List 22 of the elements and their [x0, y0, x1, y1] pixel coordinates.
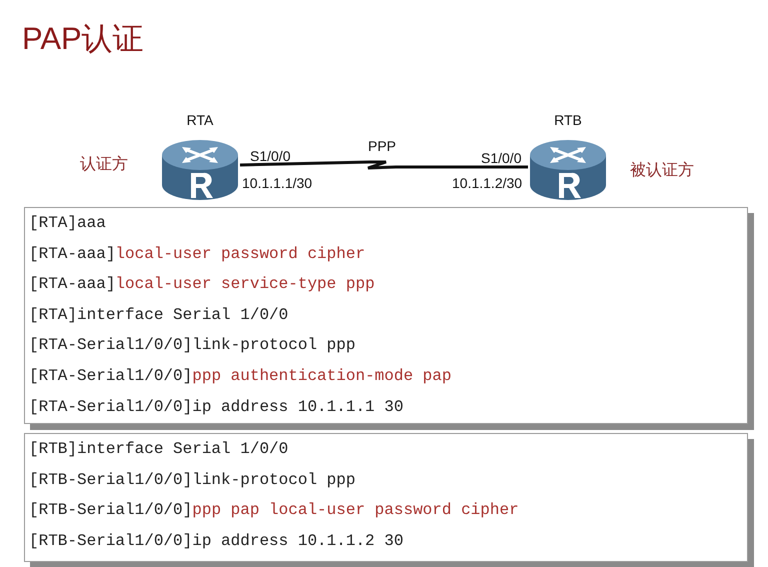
edge-label: PPP [368, 138, 396, 154]
interface-label: 10.1.1.1/30 [242, 175, 312, 191]
command-line: [RTA]aaa [29, 214, 106, 232]
interface-label: S1/0/0 [250, 148, 290, 164]
interface-label: 10.1.1.2/30 [452, 175, 522, 191]
command-line: [RTA-Serial1/0/0]link-protocol ppp [29, 336, 356, 354]
router-name: RTB [553, 112, 583, 128]
command-line: [RTB-Serial1/0/0]ppp pap local-user password cipher [29, 501, 519, 520]
command-line: [RTB-Serial1/0/0]ip address 10.1.1.2 30 [29, 532, 404, 550]
command-line: [RTA-Serial1/0/0]ip address 10.1.1.1 30 [29, 398, 404, 416]
command-line: [RTA-aaa]local-user service-type ppp [29, 275, 375, 294]
serial-link [240, 160, 528, 170]
interface-label: S1/0/0 [481, 150, 522, 166]
command-line: [RTA-aaa]local-user password cipher [29, 244, 366, 263]
command-line: [RTA]interface Serial 1/0/0 [29, 306, 288, 324]
command-line: [RTB]interface Serial 1/0/0 [29, 440, 288, 458]
command-line: [RTA-Serial1/0/0]ppp authentication-mode pap [29, 367, 452, 385]
side-label: 认证方 [80, 154, 128, 175]
title: PAP认证 [22, 20, 144, 58]
side-label: 被认证方 [630, 160, 694, 181]
router-name: RTA [186, 112, 214, 128]
command-line: [RTB-Serial1/0/0]link-protocol ppp [29, 470, 356, 489]
